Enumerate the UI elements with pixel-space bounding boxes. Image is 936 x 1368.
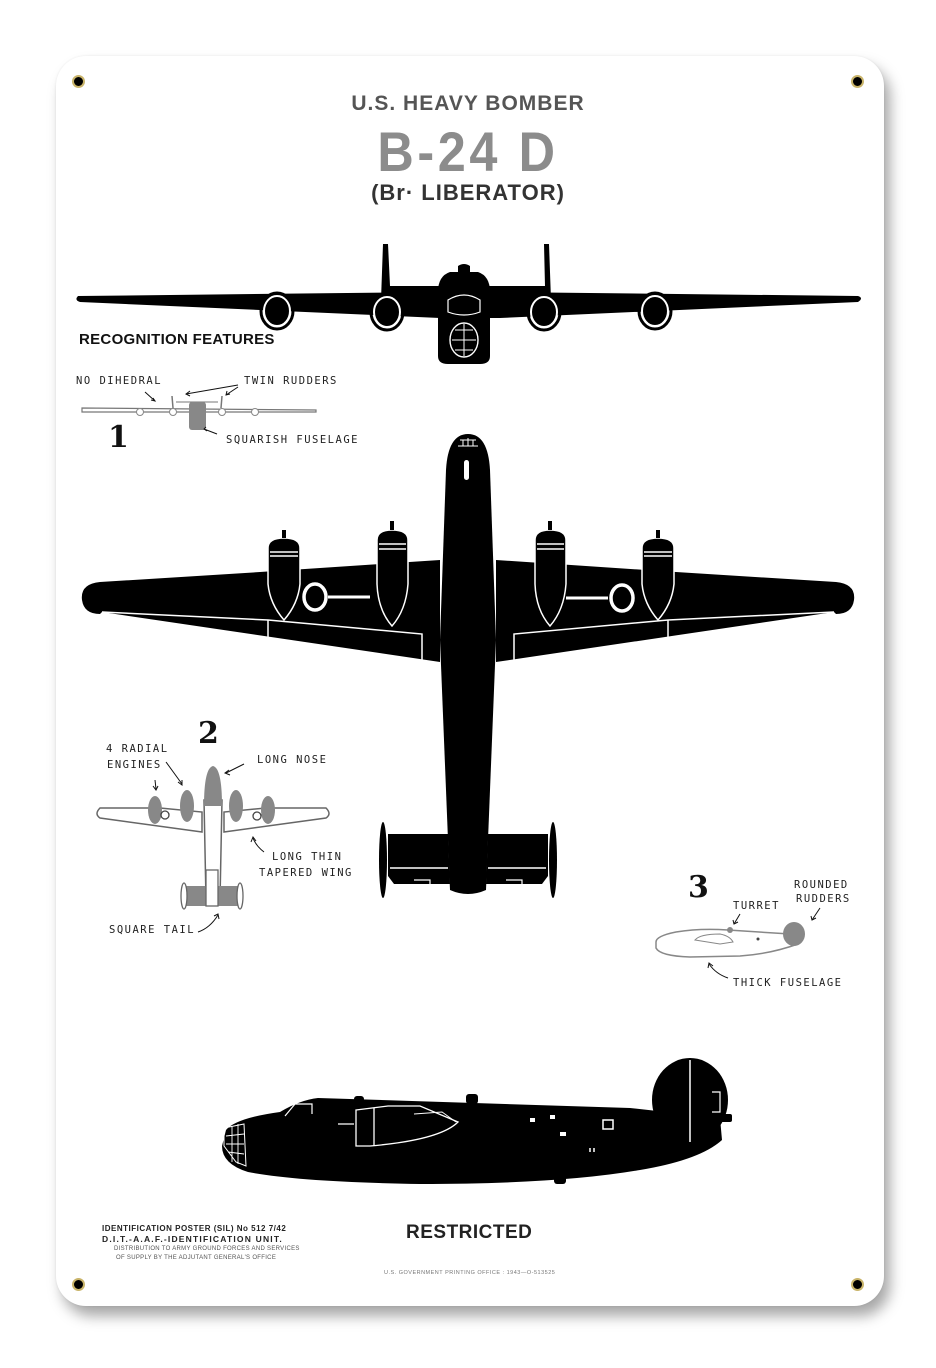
callout-tapered-wing: TAPERED WING (259, 867, 353, 879)
footer-poster-id: IDENTIFICATION POSTER (SIL) No 512 7/42 (102, 1224, 287, 1233)
footer-distribution-1: DISTRIBUTION TO ARMY GROUND FORCES AND S… (114, 1246, 300, 1252)
feature-number-3: 3 (688, 870, 709, 905)
printer-imprint: U.S. GOVERNMENT PRINTING OFFICE : 1943—O… (384, 1270, 556, 1276)
callout-long-thin: LONG THIN (272, 851, 343, 863)
callout-rounded: ROUNDED (794, 879, 849, 891)
callout-engines: ENGINES (107, 759, 162, 771)
poster-british-name: (Br· LIBERATOR) (371, 180, 565, 205)
callout-4-radial: 4 RADIAL (106, 743, 169, 755)
feature-number-1: 1 (108, 420, 129, 455)
mount-hole-bottom-left (72, 1278, 85, 1291)
mount-hole-top-right (851, 75, 864, 88)
feature-number-2: 2 (198, 716, 219, 751)
callout-long-nose: LONG NOSE (257, 754, 328, 766)
poster-model-title: B-24 D (377, 120, 559, 183)
callout-twin-rudders: TWIN RUDDERS (244, 375, 338, 387)
callout-square-tail: SQUARE TAIL (109, 924, 196, 936)
callout-rudders: RUDDERS (796, 893, 851, 905)
footer-unit: D.I.T.-A.A.F.-IDENTIFICATION UNIT. (102, 1234, 283, 1244)
mount-hole-top-left (72, 75, 85, 88)
footer-distribution-2: OF SUPPLY BY THE ADJUTANT GENERAL'S OFFI… (116, 1255, 277, 1261)
restricted-label: RESTRICTED (406, 1222, 533, 1243)
callout-thick-fuselage: THICK FUSELAGE (733, 977, 843, 989)
recognition-features-heading: RECOGNITION FEATURES (79, 331, 275, 348)
poster-category: U.S. HEAVY BOMBER (351, 92, 585, 115)
mount-hole-bottom-right (851, 1278, 864, 1291)
callout-no-dihedral: NO DIHEDRAL (76, 375, 163, 387)
callout-turret: TURRET (733, 900, 780, 912)
callout-squarish-fuselage: SQUARISH FUSELAGE (226, 434, 359, 446)
